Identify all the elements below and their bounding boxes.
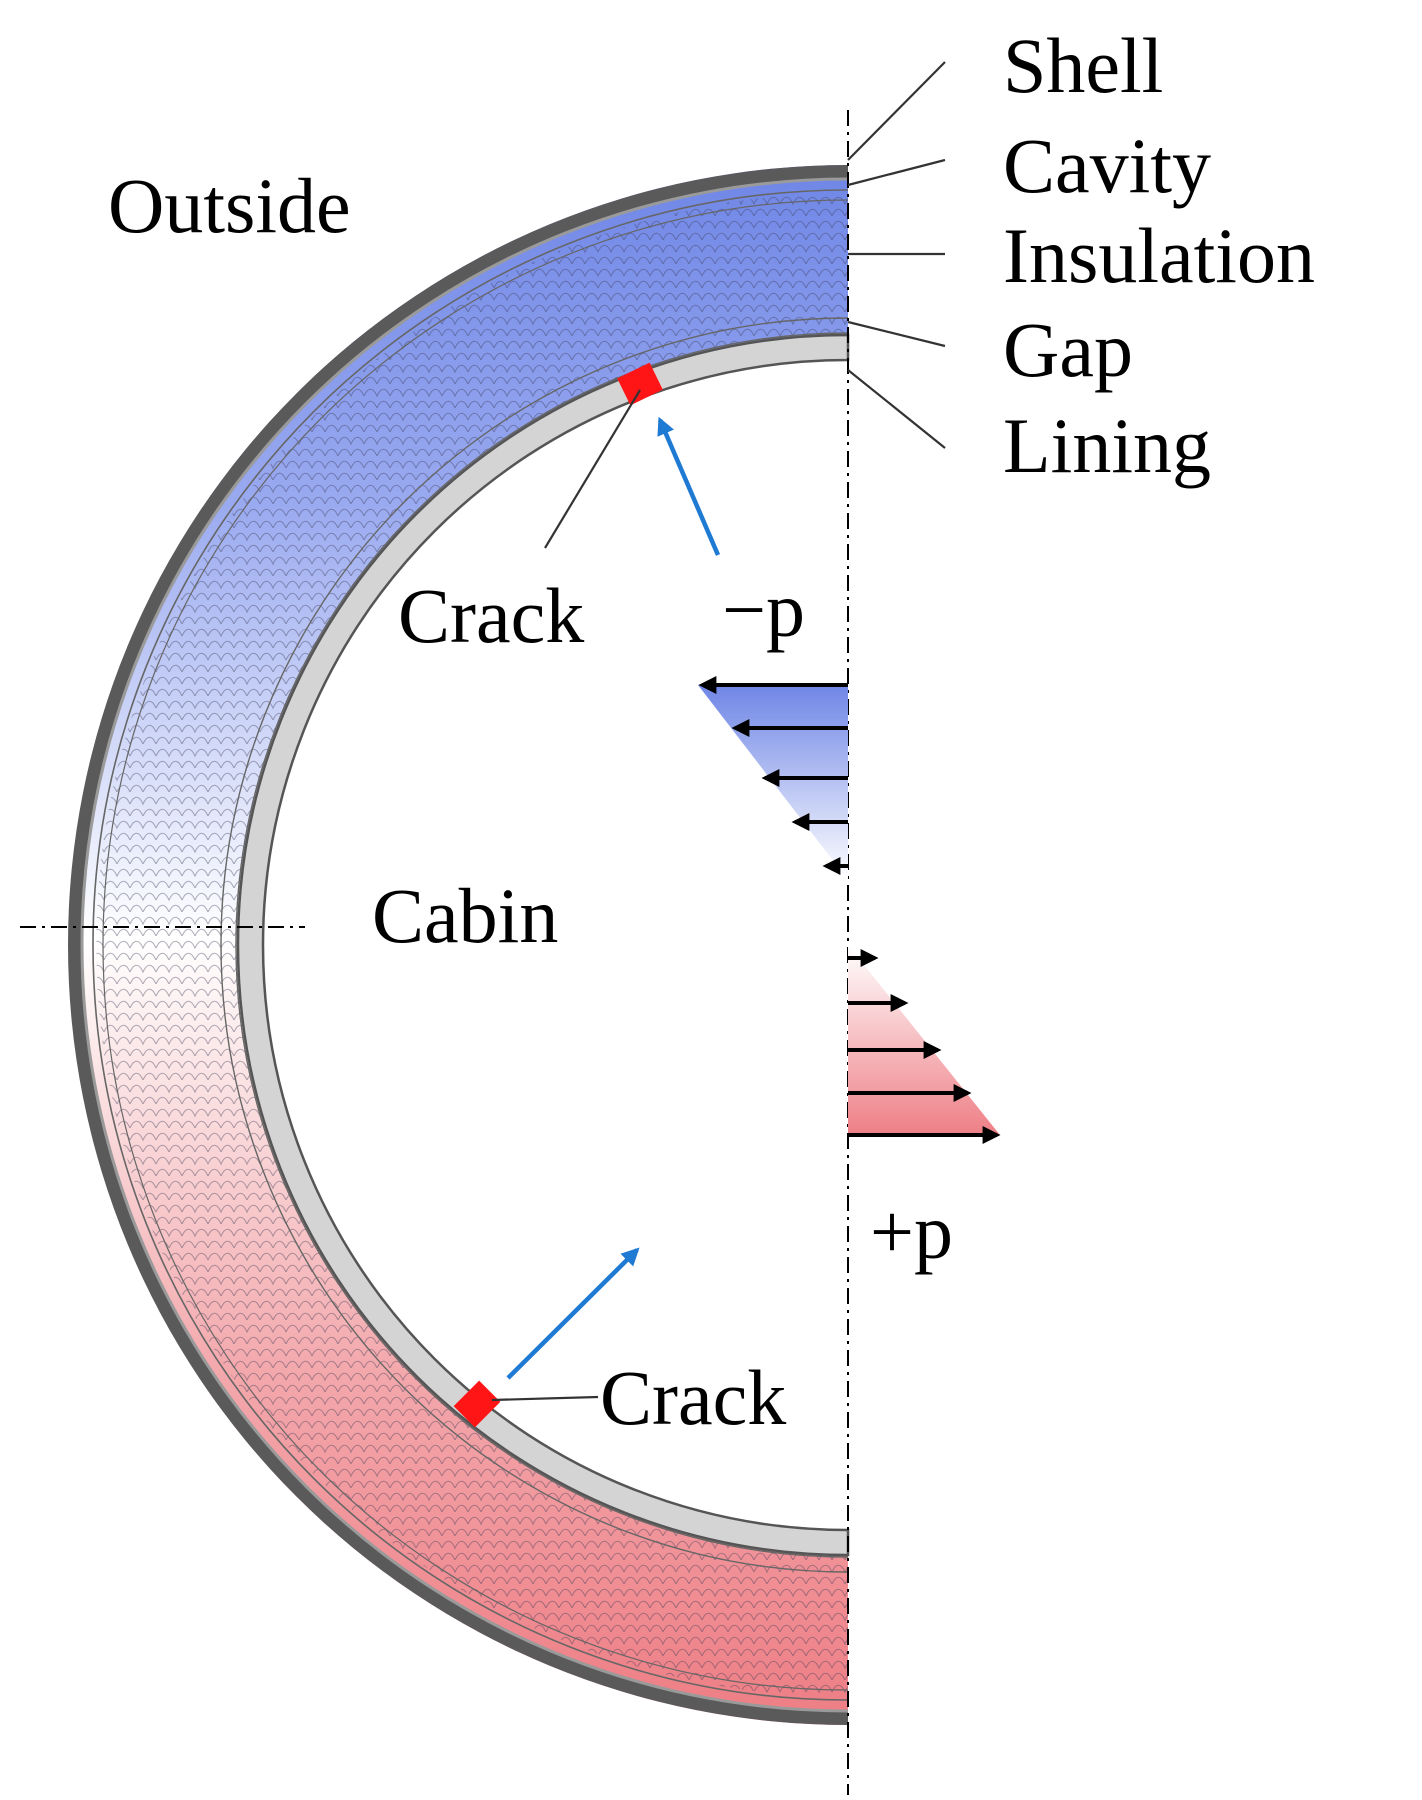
pos-pressure-distribution	[848, 945, 1000, 1135]
crack-marker-bottom	[453, 1380, 501, 1428]
label-cabin: Cabin	[372, 872, 558, 959]
leader-shell	[847, 61, 946, 161]
insulation-inner-line-1	[220, 317, 849, 1573]
label-crack-bottom: Crack	[600, 1354, 786, 1441]
lining-gap-ring	[236, 333, 850, 1557]
cavity-line-inner	[102, 199, 849, 1691]
label-insulation: Insulation	[1003, 212, 1315, 299]
label-gap: Gap	[1003, 306, 1133, 393]
label-lining: Lining	[1003, 402, 1211, 489]
flow-arrow-bottom	[506, 1247, 640, 1380]
insulation-texture	[96, 193, 849, 1697]
leader-gap	[847, 320, 946, 348]
crack-marker-top	[617, 362, 663, 406]
flow-arrow-top	[657, 416, 721, 556]
shell-highlight	[80, 177, 849, 1713]
label-outside: Outside	[108, 162, 351, 249]
leader-lining	[847, 369, 946, 449]
leader-cavity	[847, 158, 946, 187]
cavity-line-outer	[92, 189, 849, 1701]
label-cavity: Cavity	[1003, 122, 1211, 209]
insulation-inner-line-2	[235, 332, 849, 1558]
neg-pressure-arrows	[698, 676, 848, 875]
label-crack-top: Crack	[398, 572, 584, 659]
label-neg-pressure: −p	[722, 566, 805, 653]
neg-pressure-distribution	[698, 685, 848, 880]
crack-top-leader	[544, 389, 641, 549]
label-shell: Shell	[1003, 22, 1163, 109]
crack-bottom-leader	[491, 1395, 599, 1402]
label-pos-pressure: +p	[870, 1188, 953, 1275]
pos-pressure-arrows	[848, 949, 1001, 1144]
